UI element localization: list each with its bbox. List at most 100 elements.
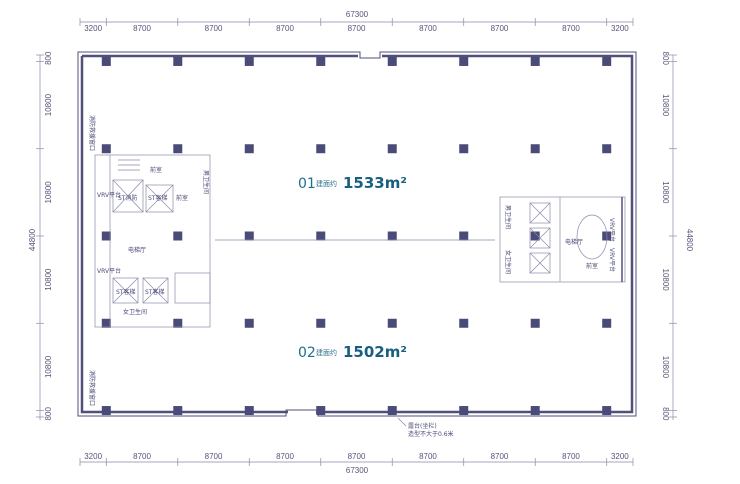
span-dimension-bottom: 8700 [348, 452, 366, 461]
column [316, 56, 326, 66]
unit-area-prefix: 建面约 [316, 179, 337, 188]
column [244, 318, 254, 328]
column [387, 318, 397, 328]
span-dimension-top: 8700 [419, 24, 437, 33]
label-lobby: 电梯厅 [128, 246, 146, 254]
column [530, 144, 540, 154]
unit-area: 1533m² [343, 174, 407, 192]
span-dimension-left: 10800 [44, 355, 53, 378]
column [244, 144, 254, 154]
label-vrv-1: VRV平台 [97, 191, 121, 199]
span-dimension-left: 10800 [44, 93, 53, 116]
column [173, 231, 183, 241]
span-dimension-bottom: 8700 [491, 452, 509, 461]
label-right-front: 前室 [586, 262, 598, 270]
span-dimension-left: 10800 [44, 268, 53, 291]
total-width-top: 67300 [346, 10, 369, 19]
unit-number: 01 [298, 176, 316, 192]
label-vrv-2: VRV平台 [97, 267, 121, 275]
span-dimension-bottom: 8700 [205, 452, 223, 461]
column [244, 406, 254, 416]
label-toilet-m: 男卫生间 [202, 170, 210, 194]
span-dimension-right: 800 [661, 52, 670, 66]
span-dimension-left: 800 [44, 407, 53, 421]
label-lift-c: ST客梯 [116, 288, 135, 296]
label-toilet-f: 女卫生间 [123, 308, 147, 316]
span-dimension-top: 3200 [84, 24, 102, 33]
column [387, 231, 397, 241]
column [101, 144, 111, 154]
span-dimension-bottom: 8700 [419, 452, 437, 461]
dimension-lines: 67300 67300 44800 44800 3200 3200 8700 8700… [28, 10, 694, 475]
span-dimension-top: 8700 [348, 24, 366, 33]
column [602, 144, 612, 154]
label-front-room: 前室 [176, 194, 188, 202]
column [459, 231, 469, 241]
span-dimension-left: 800 [44, 51, 53, 65]
span-dimension-top: 8700 [562, 24, 580, 33]
unit-area-prefix: 建面约 [316, 348, 337, 357]
span-dimension-right: 10800 [661, 181, 670, 204]
label-right-toilet-f: 女卫生间 [504, 250, 512, 274]
column [387, 406, 397, 416]
label-right-vrv-2: VRV平台 [608, 248, 616, 272]
svg-text:造型不大于0.6米: 造型不大于0.6米 [408, 430, 454, 438]
unit-01-label: 01 建面约 1533m² [298, 174, 407, 192]
column [602, 318, 612, 328]
span-dimension-top: 8700 [491, 24, 509, 33]
column [101, 318, 111, 328]
unit-02-label: 02 建面约 1502m² [298, 343, 407, 361]
column [316, 144, 326, 154]
column [316, 231, 326, 241]
total-width-bottom: 67300 [346, 466, 369, 475]
left-core: 消防救援窗口 消防救援窗口 前室 ST消防 ST客梯 前室 电梯厅 VRV平台 … [88, 115, 211, 406]
column [459, 56, 469, 66]
span-dimension-top: 3200 [611, 24, 629, 33]
span-dimension-right: 800 [661, 407, 670, 421]
column [101, 406, 111, 416]
right-core: 电梯厅 前室 VRV平台 VRV平台 男卫生间 女卫生间 [499, 196, 626, 283]
column [316, 406, 326, 416]
label-rescue-window: 消防救援窗口 [88, 115, 96, 151]
unit-number: 02 [298, 345, 316, 361]
span-dimension-right: 10800 [661, 94, 670, 117]
structural-columns [101, 56, 612, 416]
label-stair-front: 前室 [150, 166, 162, 174]
label-lift-a: ST消防 [118, 194, 137, 202]
column [459, 144, 469, 154]
label-rescue-window-2: 消防救援窗口 [88, 370, 96, 406]
span-dimension-right: 10800 [661, 269, 670, 292]
column [530, 406, 540, 416]
span-dimension-right: 10800 [661, 356, 670, 379]
span-dimension-top: 8700 [276, 24, 294, 33]
span-dimension-top: 8700 [205, 24, 223, 33]
label-right-vrv-1: VRV平台 [608, 218, 616, 242]
svg-text:露台(坐栏): 露台(坐栏) [408, 422, 437, 430]
terrace-note: 露台(坐栏) 造型不大于0.6米 [397, 417, 454, 438]
column [173, 406, 183, 416]
column [173, 318, 183, 328]
column [530, 231, 540, 241]
span-dimension-bottom: 8700 [562, 452, 580, 461]
total-depth-right: 44800 [685, 229, 694, 252]
column [244, 56, 254, 66]
column [101, 56, 111, 66]
unit-area: 1502m² [343, 343, 407, 361]
column [530, 318, 540, 328]
column [530, 56, 540, 66]
column [602, 56, 612, 66]
span-dimension-bottom: 3200 [84, 452, 102, 461]
span-dimension-bottom: 8700 [276, 452, 294, 461]
column [459, 318, 469, 328]
column [387, 144, 397, 154]
span-dimension-bottom: 3200 [611, 452, 629, 461]
column [459, 406, 469, 416]
label-lift-b: ST客梯 [148, 194, 167, 202]
label-right-toilet-m: 男卫生间 [504, 205, 512, 229]
total-depth-left: 44800 [28, 228, 37, 251]
column [387, 56, 397, 66]
outer-wall [77, 51, 637, 417]
span-dimension-left: 10800 [44, 181, 53, 204]
span-dimension-top: 8700 [133, 24, 151, 33]
